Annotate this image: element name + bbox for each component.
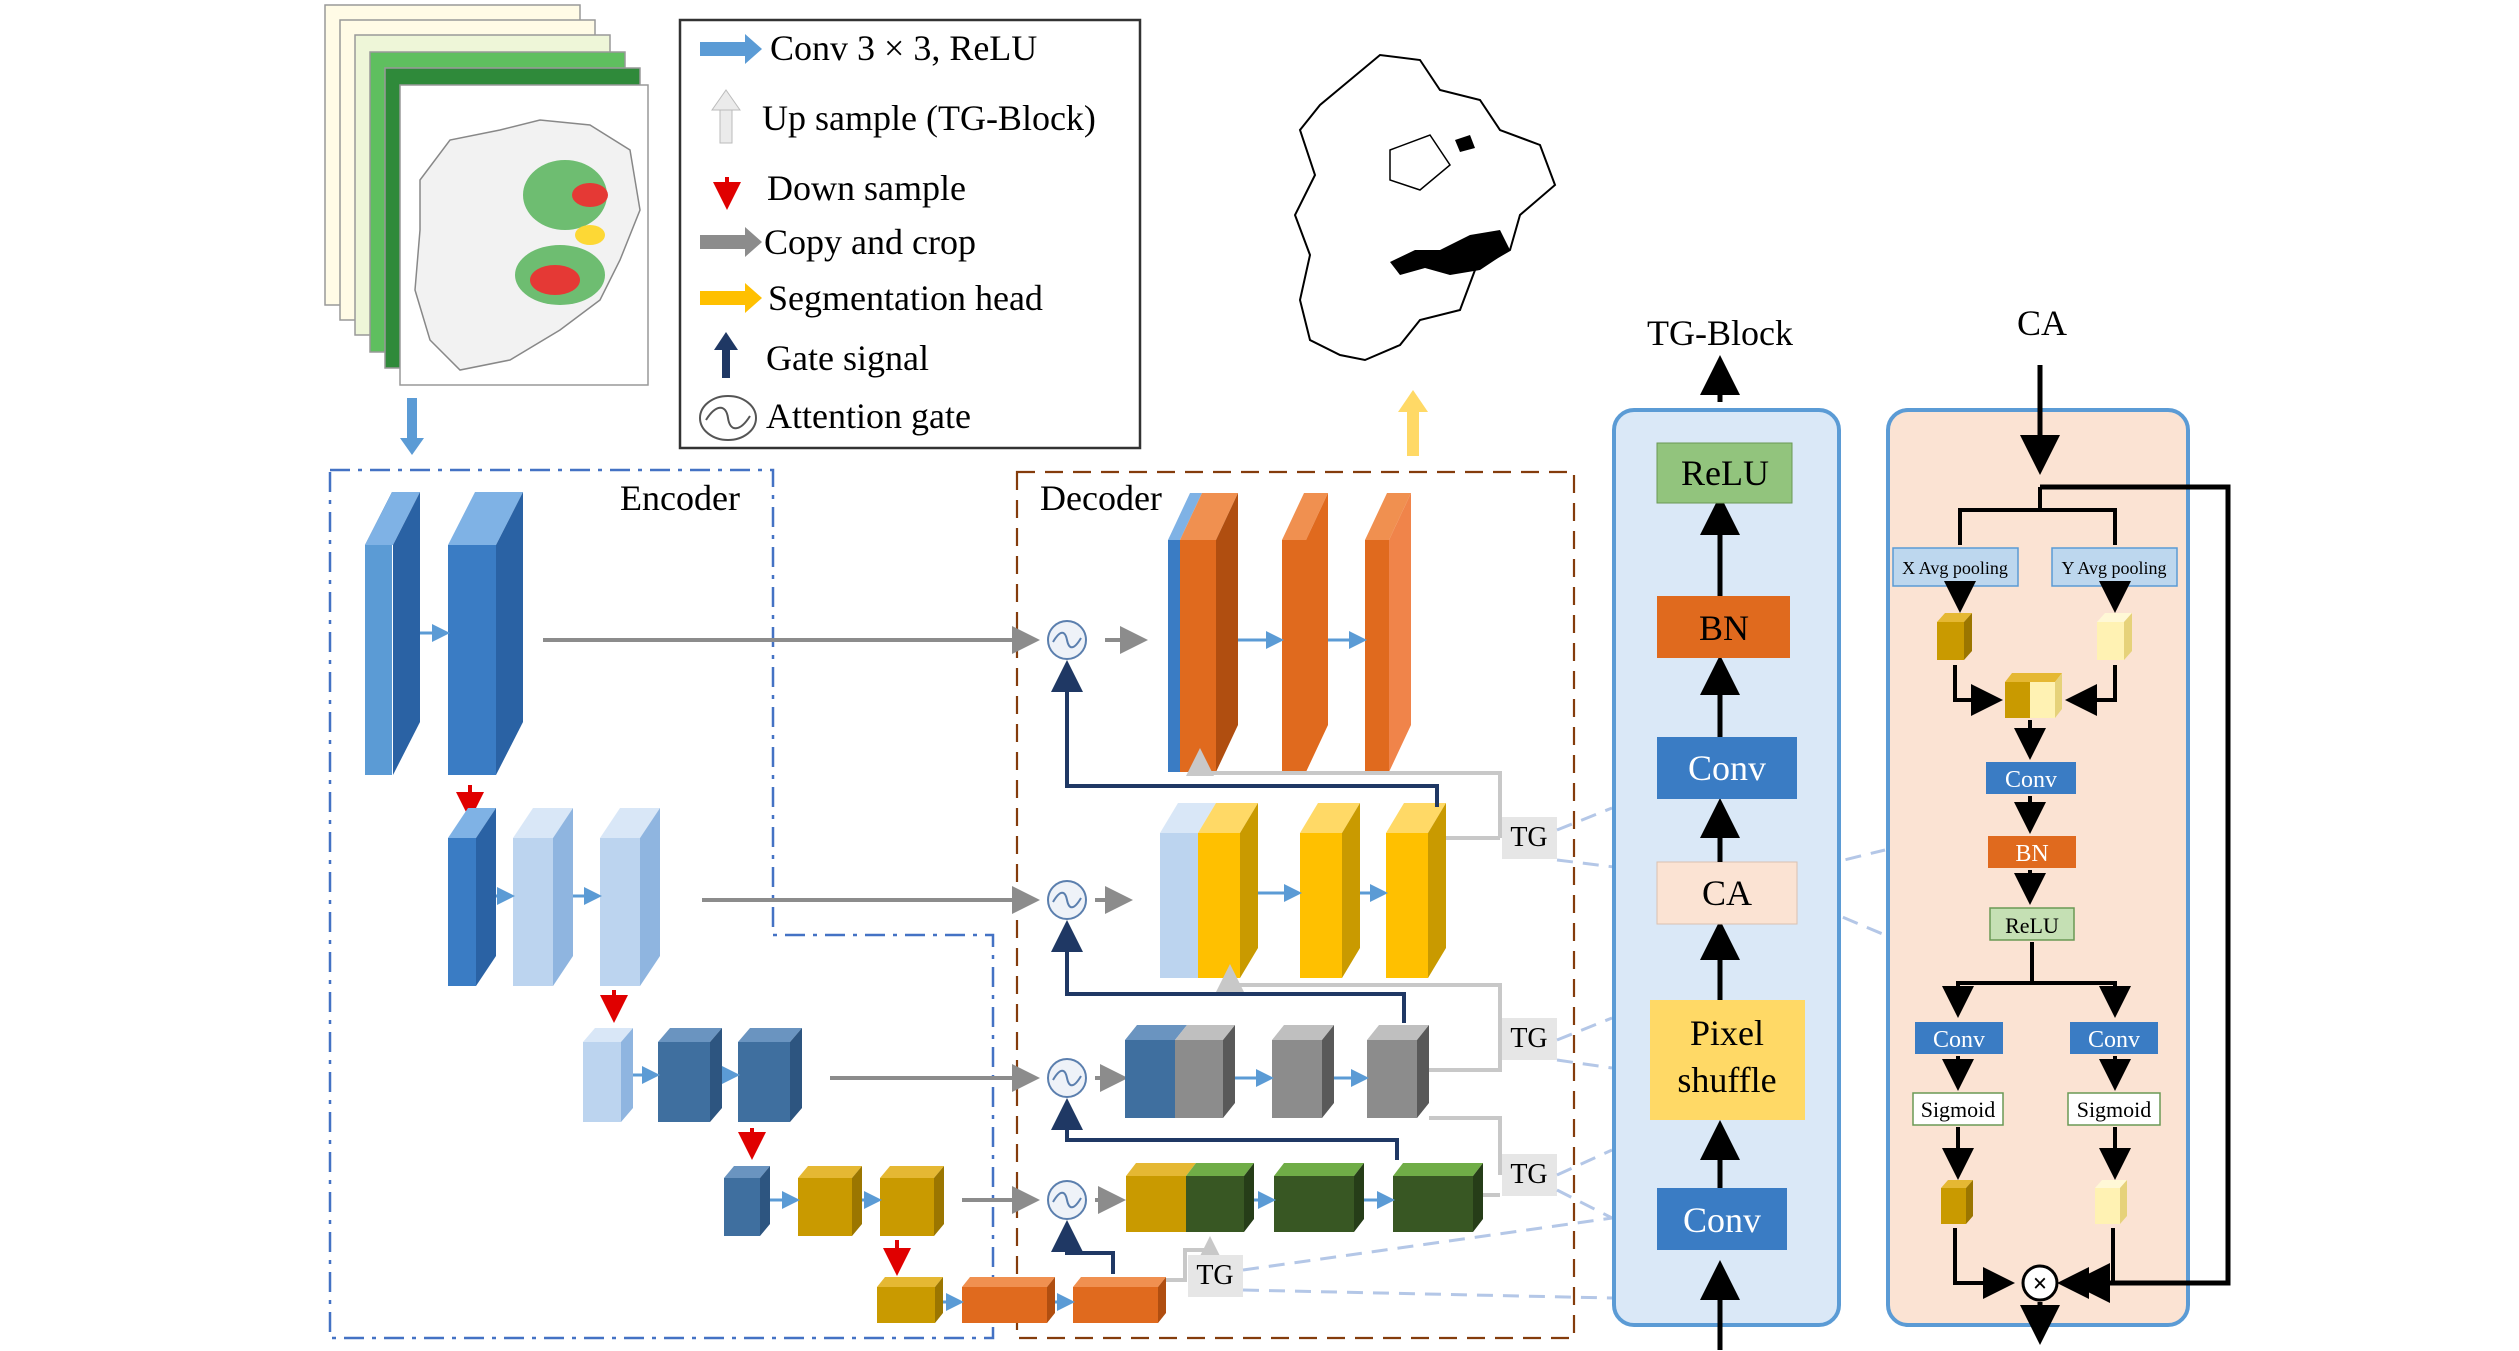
- tg-conv-bottom-label: Conv: [1683, 1200, 1761, 1240]
- output-map: [1293, 53, 1557, 362]
- ca-x-feature: [1937, 613, 1972, 660]
- attention-gates: [1047, 620, 1148, 1220]
- tg-connectors: [1242, 806, 1886, 1300]
- decoder-level-4: [1126, 1163, 1483, 1232]
- gate-signals: [1051, 660, 1439, 1274]
- ca-conv-left-label: Conv: [1933, 1027, 1985, 1053]
- attention-gate-1: [1047, 620, 1087, 660]
- tg-shuffle-label: shuffle: [1677, 1060, 1776, 1100]
- tg-label-2: TG: [1510, 1023, 1547, 1054]
- legend: Conv 3 × 3, ReLU Up sample (TG-Block) Do…: [678, 18, 1142, 450]
- decoder-level-2: [1160, 803, 1446, 978]
- output-up-arrow: [1398, 390, 1428, 456]
- encoder-level-2: [448, 808, 660, 986]
- skip-connections: [543, 626, 1040, 1214]
- ca-multiply-icon: [2021, 1264, 2059, 1302]
- tg-label-3: TG: [1510, 1159, 1547, 1190]
- tg-label-4: TG: [1196, 1260, 1233, 1291]
- tg-badge-2: [1502, 1018, 1557, 1060]
- arrow-up-grey-icon: [711, 89, 741, 144]
- ca-conv-left: [1915, 1022, 2003, 1054]
- tg-ca-label: CA: [1702, 873, 1752, 913]
- ca-y-avg-pool-label: Y Avg pooling: [2061, 558, 2166, 578]
- ca-conv-label: Conv: [2005, 767, 2057, 793]
- tg-conv-top-label: Conv: [1688, 748, 1766, 788]
- tg-pixel-label: Pixel: [1690, 1013, 1764, 1053]
- ca-conv: [1986, 762, 2076, 794]
- tg-badge-1: [1502, 817, 1557, 859]
- legend-label-conv: Conv 3 × 3, ReLU: [770, 28, 1037, 68]
- encoder-level-1: [365, 492, 523, 775]
- upsample-paths: [1166, 748, 1502, 1282]
- input-map-stack: [324, 4, 649, 386]
- ca-sigmoid-right: [2067, 1092, 2161, 1126]
- ca-x-avg-pool-label: X Avg pooling: [1902, 558, 2008, 578]
- legend-label-down-sample: Down sample: [767, 168, 966, 208]
- legend-label-attention-gate: Attention gate: [766, 396, 971, 436]
- ca-bn: [1988, 836, 2076, 868]
- encoder-level-4: [724, 1166, 944, 1236]
- decoder-level-1: [1168, 493, 1411, 772]
- tg-block-title: TG-Block: [1647, 313, 1793, 353]
- legend-label-gate-signal: Gate signal: [766, 338, 929, 378]
- ca-sigmoid-right-label: Sigmoid: [2077, 1097, 2152, 1122]
- ca-title: CA: [2017, 303, 2067, 343]
- legend-box: [678, 18, 1142, 450]
- bottleneck: [877, 1277, 1166, 1323]
- ca-y-weight: [2095, 1180, 2127, 1224]
- ca-relu: [1989, 907, 2075, 941]
- legend-label-up-sample: Up sample (TG-Block): [762, 98, 1096, 138]
- arrow-yellow-icon: [700, 283, 762, 313]
- tg-badge-3: [1502, 1154, 1557, 1196]
- ca-bn-label: BN: [2015, 841, 2048, 867]
- decoder-label: Decoder: [1040, 478, 1162, 518]
- encoder-frame: [328, 468, 995, 1340]
- tg-bn: [1657, 596, 1790, 658]
- encoder-level-3: [583, 1028, 802, 1122]
- ca-panel: CA X Avg pooling Y Avg pooling: [1886, 303, 2231, 1345]
- encoder-label: Encoder: [620, 478, 740, 518]
- arrow-grey-icon: [700, 227, 762, 257]
- ca-sigmoid-left-label: Sigmoid: [1921, 1097, 1996, 1122]
- tg-conv-bottom: [1657, 1188, 1787, 1250]
- ca-relu-label: ReLU: [2005, 913, 2059, 938]
- attention-gate-4: [1047, 1180, 1087, 1220]
- tg-relu: [1656, 442, 1793, 504]
- attention-gate-3: [1047, 1058, 1087, 1098]
- attention-gate-icon: [699, 395, 757, 441]
- tg-bn-label: BN: [1699, 608, 1749, 648]
- tg-label-1: TG: [1510, 822, 1547, 853]
- tg-labels: TG TG TG TG: [1188, 817, 1557, 1297]
- ca-conv-right: [2070, 1022, 2158, 1054]
- arrow-up-navy-icon: [714, 332, 738, 378]
- arrow-blue-icon: [700, 34, 762, 64]
- ca-multiply-label: ×: [2033, 1269, 2048, 1298]
- ca-y-feature: [2097, 613, 2132, 660]
- ca-x-weight: [1941, 1180, 1973, 1224]
- tg-relu-label: ReLU: [1681, 453, 1769, 493]
- legend-label-seg-head: Segmentation head: [768, 278, 1043, 318]
- tg-block-panel: TG-Block Conv Pixel shuffle CA Conv BN R…: [1612, 313, 1841, 1350]
- attention-gate-2: [1047, 880, 1087, 920]
- legend-label-copy-crop: Copy and crop: [764, 222, 976, 262]
- ca-concat-feature: [2005, 673, 2062, 718]
- tg-ca: [1656, 861, 1798, 925]
- tg-badge-4: [1188, 1255, 1243, 1297]
- tg-pixel-shuffle: [1650, 1000, 1805, 1120]
- tg-conv-top: [1657, 737, 1797, 799]
- ca-conv-right-label: Conv: [2088, 1027, 2140, 1053]
- ca-x-avg-pool: [1892, 547, 2019, 587]
- ca-sigmoid-left: [1912, 1092, 2004, 1126]
- decoder-level-3: [1125, 1025, 1429, 1118]
